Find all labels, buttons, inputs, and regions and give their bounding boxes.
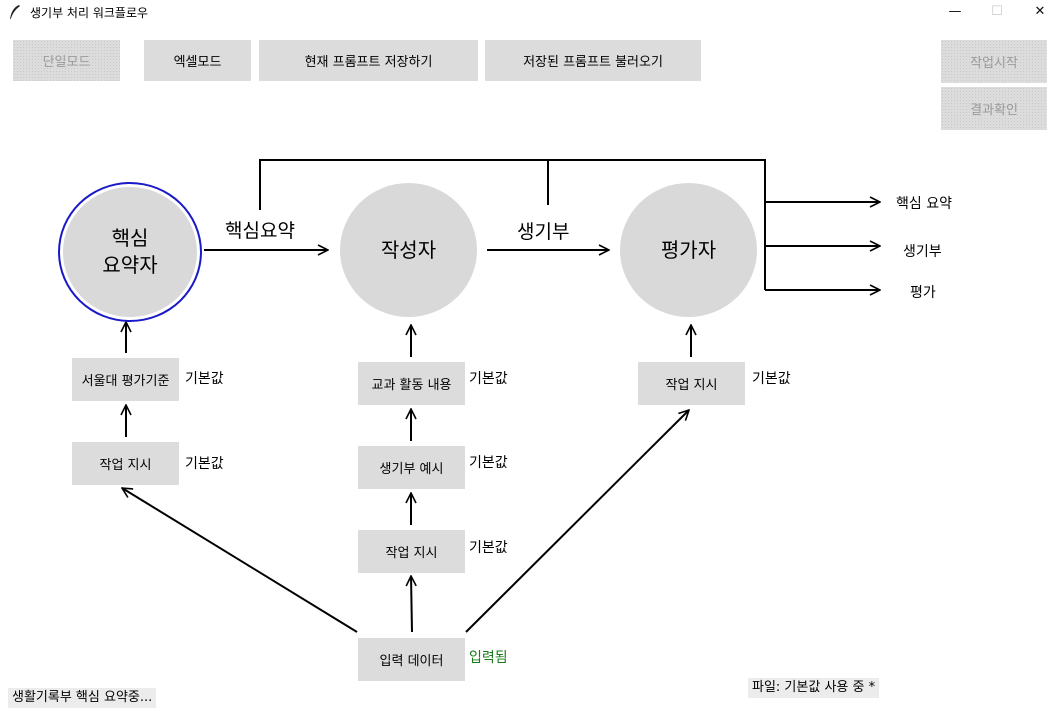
minimize-button[interactable]: —	[948, 4, 962, 19]
output-record-label: 생기부	[903, 244, 942, 260]
default-tag: 기본값	[752, 371, 791, 387]
summarizer-node[interactable]: 핵심 요약자	[58, 182, 202, 322]
title-bar: 생기부 처리 워크플로우 — ☐ ✕	[0, 0, 1063, 26]
file-status: 파일: 기본값 사용 중 *	[748, 678, 880, 698]
evaluator-node[interactable]: 평가자	[620, 183, 757, 317]
maximize-button[interactable]: ☐	[991, 4, 1003, 19]
save-prompt-button[interactable]: 현재 프롬프트 저장하기	[259, 40, 478, 81]
excel-mode-button[interactable]: 엑셀모드	[144, 40, 251, 81]
close-button[interactable]: ✕	[1034, 4, 1046, 19]
evaluator-label: 평가자	[660, 237, 717, 262]
default-tag: 기본값	[469, 455, 508, 471]
single-mode-button[interactable]: 단일모드	[13, 40, 120, 81]
writer-node[interactable]: 작성자	[340, 183, 477, 317]
feather-icon	[10, 5, 20, 20]
window-title: 생기부 처리 워크플로우	[30, 6, 149, 20]
instructions-box-writer[interactable]: 작업 지시	[358, 530, 465, 573]
default-tag: 기본값	[469, 540, 508, 556]
record-example-box[interactable]: 생기부 예시	[358, 446, 465, 489]
output-bracket	[259, 159, 766, 290]
flow-label-summary: 핵심요약	[225, 220, 295, 242]
load-prompt-button[interactable]: 저장된 프롬프트 불러오기	[485, 40, 701, 81]
snu-criteria-box[interactable]: 서울대 평가기준	[72, 358, 179, 401]
output-evaluation-label: 평가	[910, 285, 936, 301]
arrow-input-to-instr3	[465, 410, 689, 633]
default-tag: 기본값	[185, 371, 224, 387]
start-job-button[interactable]: 작업시작	[941, 40, 1047, 83]
input-data-box[interactable]: 입력 데이터	[358, 638, 465, 681]
activities-box[interactable]: 교과 활동 내용	[358, 362, 465, 405]
arrow-input-to-instr2	[411, 576, 412, 633]
arrow-input-to-instr1	[122, 488, 358, 633]
default-tag: 기본값	[469, 371, 508, 387]
instructions-box-evaluator[interactable]: 작업 지시	[638, 362, 745, 405]
default-tag: 기본값	[185, 456, 224, 472]
entered-tag: 입력됨	[469, 650, 508, 666]
output-summary-label: 핵심 요약	[896, 196, 952, 212]
instructions-box-summarizer[interactable]: 작업 지시	[72, 442, 179, 485]
writer-label: 작성자	[380, 237, 437, 262]
check-result-button[interactable]: 결과확인	[941, 87, 1047, 130]
flow-label-record: 생기부	[517, 221, 570, 243]
progress-status: 생활기록부 핵심 요약중...	[8, 688, 157, 708]
summarizer-label: 핵심 요약자	[102, 226, 158, 277]
